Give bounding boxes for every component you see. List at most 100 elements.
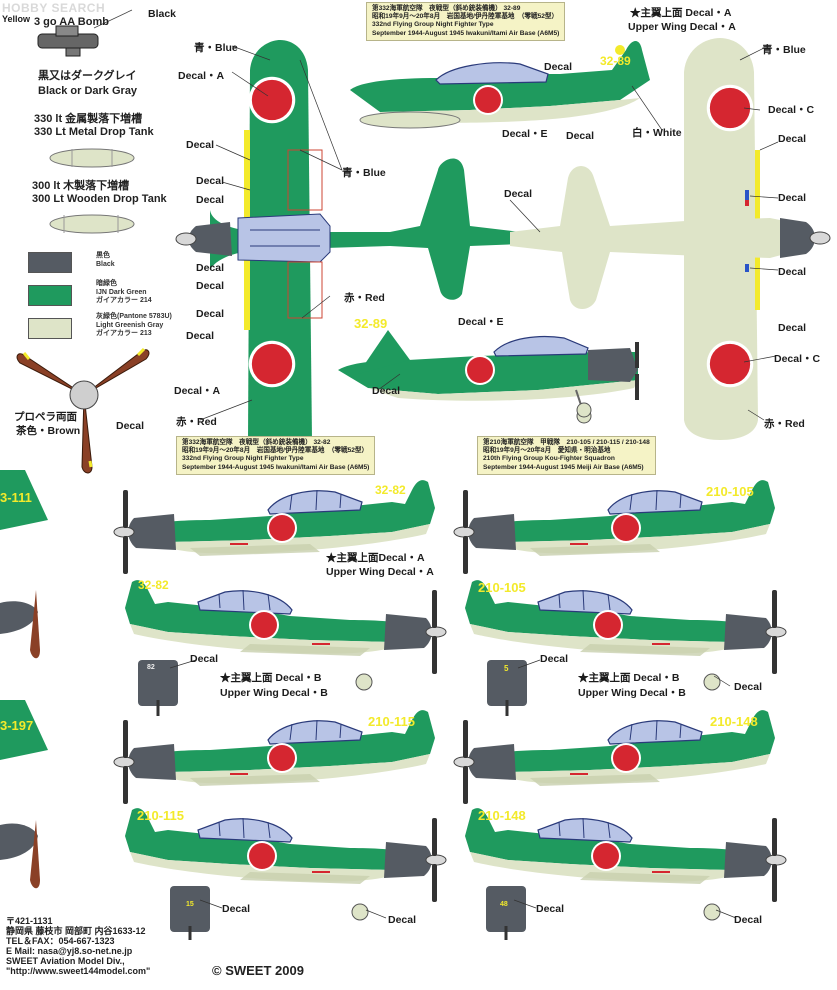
swatch-dark-green <box>28 285 72 306</box>
profile-32-89-lower <box>338 330 639 424</box>
code-small-48: 48 <box>500 901 508 908</box>
label-decal-8: Decal <box>544 61 573 73</box>
label-blue-3: 青・Blue <box>762 44 806 56</box>
contact-info: 〒421-1131 静岡県 藤枝市 岡部町 内谷1633-12 TEL＆FAX：… <box>6 916 151 976</box>
label-decal-18: Decal <box>734 681 763 693</box>
label-red-2: 赤・Red <box>176 416 217 428</box>
label-decal-11: Decal <box>504 188 533 200</box>
label-decal-5: Decal <box>196 280 225 292</box>
partial-aircraft-left <box>0 470 48 889</box>
label-decal-10: Decal <box>778 133 807 145</box>
leader-lines <box>169 45 779 919</box>
code-partial-111: 3-111 <box>0 490 32 505</box>
code-32-82-a: 32-82 <box>375 483 406 497</box>
wood-tank-en: 300 Lt Wooden Drop Tank <box>32 193 167 205</box>
plan-view-bottom <box>510 38 831 440</box>
code-32-89-lower: 32-89 <box>354 316 388 331</box>
label-decal-12: Decal <box>778 192 807 204</box>
label-decal-c-1: Decal・C <box>768 104 815 116</box>
dark-gray-en: Black or Dark Gray <box>38 85 138 97</box>
prop-decal: Decal <box>116 420 145 432</box>
code-small-82: 82 <box>147 664 155 671</box>
upper-wing-a-jp-mid: ★主翼上面Decal・A <box>326 552 425 564</box>
dark-gray-jp: 黒又はダークグレイ <box>38 70 137 82</box>
profile-32-82-b <box>124 579 447 675</box>
metal-tank-en: 330 Lt Metal Drop Tank <box>34 126 154 138</box>
wooden-drop-tank <box>49 214 135 234</box>
label-red-1: 赤・Red <box>344 292 385 304</box>
tail-insert-82 <box>138 660 178 716</box>
label-blue-1: 青・Blue <box>194 42 238 54</box>
upper-wing-b-en-left: Upper Wing Decal・B <box>220 687 328 699</box>
label-white: 白・White <box>632 127 682 139</box>
label-decal-20: Decal <box>388 914 417 926</box>
label-decal-1: Decal <box>186 139 215 151</box>
plan-view-top <box>175 40 520 458</box>
upper-wing-a-en-mid: Upper Wing Decal・A <box>326 566 434 578</box>
code-210-105-a: 210-105 <box>706 484 754 499</box>
tail-insert-5 <box>487 660 527 716</box>
label-decal-3: Decal <box>196 194 225 206</box>
code-32-89-upper: 32-89 <box>600 54 631 68</box>
label-decal-22: Decal <box>734 914 763 926</box>
code-210-148-b: 210-148 <box>478 808 526 823</box>
label-decal-15: Decal <box>372 385 401 397</box>
label-decal-9: Decal <box>566 130 595 142</box>
tail-insert-15 <box>170 886 210 940</box>
label-decal-21: Decal <box>536 903 565 915</box>
label-red-3: 赤・Red <box>764 418 805 430</box>
label-decal-4: Decal <box>196 262 225 274</box>
metal-tank-jp: 330 lt 金属製落下増槽 <box>34 113 143 125</box>
partial-yellow-label: Yellow <box>2 14 31 24</box>
prop-jp: プロペラ両面 <box>14 411 77 423</box>
gear-wheels <box>351 402 721 921</box>
upper-wing-a-jp-top: ★主翼上面 Decal・A <box>630 7 732 19</box>
watermark: HOBBY SEARCH <box>2 1 106 15</box>
code-partial-197: 3-197 <box>0 718 34 733</box>
label-decal-a-1: Decal・A <box>178 70 225 82</box>
wood-tank-jp: 300 lt 木製落下増槽 <box>32 180 130 192</box>
label-decal-17: Decal <box>540 653 569 665</box>
label-decal-6: Decal <box>196 308 225 320</box>
code-210-105-b: 210-105 <box>478 580 526 595</box>
label-decal-7: Decal <box>186 330 215 342</box>
label-decal-2: Decal <box>196 175 225 187</box>
code-small-15: 15 <box>186 901 194 908</box>
label-decal-19: Decal <box>222 903 251 915</box>
upper-wing-b-jp-right: ★主翼上面 Decal・B <box>578 672 680 684</box>
code-210-148-a: 210-148 <box>710 714 758 729</box>
label-decal-16: Decal <box>190 653 219 665</box>
profile-32-89-upper <box>350 41 650 129</box>
tail-insert-48 <box>486 886 526 940</box>
code-210-115-a: 210-115 <box>368 714 415 729</box>
label-decal-a-2: Decal・A <box>174 385 221 397</box>
label-decal-e-1: Decal・E <box>502 128 548 140</box>
prop-en: 茶色・Brown <box>16 425 81 437</box>
bomb-diagram <box>37 9 133 57</box>
swatch-black <box>28 252 72 273</box>
label-decal-c-2: Decal・C <box>774 353 821 365</box>
upper-wing-b-en-right: Upper Wing Decal・B <box>578 687 686 699</box>
upper-wing-b-jp-left: ★主翼上面 Decal・B <box>220 672 322 684</box>
label-decal-e-2: Decal・E <box>458 316 504 328</box>
bomb-title: 3 go AA Bomb <box>34 16 109 28</box>
propeller-diagram <box>16 347 150 474</box>
upper-wing-a-en-top: Upper Wing Decal・A <box>628 21 736 33</box>
code-small-5: 5 <box>504 664 509 673</box>
code-32-82-b: 32-82 <box>138 578 169 592</box>
label-decal-14: Decal <box>778 322 807 334</box>
copyright: © SWEET 2009 <box>212 963 304 978</box>
info-box-mid-right: 第210海軍航空隊 甲戦隊 210-105 / 210-115 / 210-14… <box>477 436 656 475</box>
metal-drop-tank <box>49 148 135 168</box>
label-blue-2: 青・Blue <box>342 167 386 179</box>
bomb-black-label: Black <box>148 8 177 20</box>
label-decal-13: Decal <box>778 266 807 278</box>
code-210-115-b: 210-115 <box>137 808 184 823</box>
